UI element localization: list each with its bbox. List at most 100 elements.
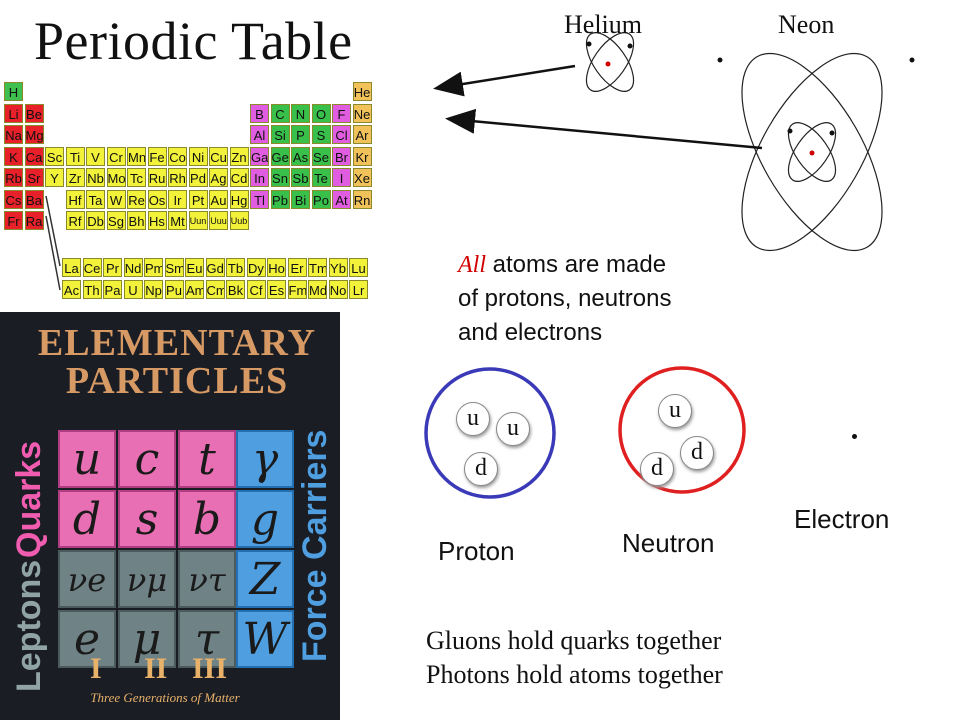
element-cell: Uuu	[209, 211, 228, 230]
element-cell: Er	[287, 258, 307, 277]
neon-arrow	[445, 108, 763, 150]
element-cell: Au	[209, 189, 228, 209]
element-cell: Mt	[168, 211, 187, 230]
particle-symbol: μ	[118, 610, 176, 668]
particle-symbol: e	[58, 610, 116, 668]
element-cell: H	[4, 82, 23, 101]
element-cell: Y	[45, 168, 64, 187]
element-cell: Xe	[352, 168, 372, 187]
element-cell: Cf	[246, 279, 266, 299]
force-statement: Gluons hold quarks together Photons hold…	[426, 626, 723, 689]
element-cell: Hs	[147, 211, 167, 230]
element-cell: Pu	[164, 279, 184, 299]
element-cell: Br	[332, 146, 351, 166]
element-cell: Np	[144, 279, 163, 299]
particle-symbol: ντ	[178, 550, 236, 608]
element-cell: Re	[127, 189, 146, 209]
element-cell: Sm	[164, 258, 184, 277]
helium-electron	[586, 41, 592, 47]
particle-symbol: s	[118, 490, 176, 548]
nucleon-diagrams	[424, 366, 746, 499]
emphasis-word: All	[458, 252, 486, 278]
element-cell: Hf	[65, 189, 85, 209]
element-cell: Pb	[270, 189, 290, 209]
element-cell: No	[328, 279, 348, 299]
element-cell: La	[62, 258, 81, 277]
element-cell: Gd	[205, 258, 225, 277]
neutron-quark: d	[640, 452, 674, 486]
element-cell: Yb	[328, 258, 348, 277]
element-cell: Be	[24, 103, 44, 123]
element-cell: Ar	[352, 125, 372, 144]
element-cell: Fr	[4, 211, 23, 230]
element-cell: Zn	[229, 146, 249, 166]
element-cell: Lu	[349, 258, 368, 277]
particle-symbol: νμ	[118, 550, 176, 608]
element-cell: B	[250, 103, 269, 123]
particle-symbol: c	[118, 430, 176, 488]
neon-nucleus	[809, 150, 815, 156]
proton-quark: u	[496, 412, 530, 446]
particle-symbol: d	[58, 490, 116, 548]
proton-circle	[424, 367, 556, 499]
force-carriers-label: Force Carriers	[296, 429, 334, 662]
element-cell: Sc	[45, 146, 64, 166]
element-cell: Na	[4, 125, 23, 144]
element-cell: Dy	[246, 258, 266, 277]
element-cell: S	[311, 125, 331, 144]
element-cell: Bh	[127, 211, 146, 230]
element-cell: Bk	[226, 279, 245, 299]
element-cell: Cd	[229, 168, 249, 187]
element-cell: Tb	[226, 258, 245, 277]
element-cell: Kr	[352, 146, 372, 166]
element-cell: Nb	[86, 168, 105, 187]
element-cell: Ge	[270, 146, 290, 166]
leptons-label: Leptons	[10, 559, 48, 692]
particle-symbol: γ	[236, 430, 294, 488]
element-cell: C	[270, 103, 290, 123]
element-cell: Pa	[103, 279, 122, 299]
element-cell: U	[123, 279, 143, 299]
neon-electron	[787, 128, 793, 134]
element-cell: Rn	[352, 189, 372, 209]
element-cell: Md	[308, 279, 327, 299]
particle-symbol: W	[236, 610, 294, 668]
element-cell: Tc	[127, 168, 146, 187]
element-cell: Ag	[209, 168, 228, 187]
element-cell: Ca	[24, 146, 44, 166]
proton-quark: d	[464, 452, 498, 486]
element-cell: Uub	[229, 211, 249, 230]
element-cell: Ga	[250, 146, 269, 166]
connector-line	[45, 195, 61, 267]
element-cell: Db	[86, 211, 105, 230]
element-cell: F	[332, 103, 351, 123]
element-cell: K	[4, 146, 23, 166]
particle-symbol: u	[58, 430, 116, 488]
particle-symbol: νe	[58, 550, 116, 608]
particle-symbol: τ	[178, 610, 236, 668]
atom-diagrams	[433, 32, 915, 252]
element-cell: Ru	[147, 168, 167, 187]
element-cell: Mo	[106, 168, 126, 187]
neon-electron	[909, 57, 915, 63]
neutron-circle	[618, 366, 746, 494]
element-cell: Bi	[291, 189, 310, 209]
element-cell: In	[250, 168, 269, 187]
element-cell: Th	[82, 279, 102, 299]
element-cell: Am	[185, 279, 204, 299]
element-cell: Po	[311, 189, 331, 209]
helium-arrow	[433, 64, 576, 97]
element-cell: Ti	[65, 146, 85, 166]
element-cell: Uun	[188, 211, 208, 230]
element-cell: Ni	[188, 146, 208, 166]
element-cell: He	[352, 82, 372, 101]
element-cell: I	[332, 168, 351, 187]
neon-electron	[829, 130, 835, 136]
element-cell: Cm	[205, 279, 225, 299]
particle-symbol: t	[178, 430, 236, 488]
particle-symbol: Z	[236, 550, 294, 608]
particle-symbol: g	[236, 490, 294, 548]
element-cell: Ho	[267, 258, 286, 277]
connector-line	[45, 215, 61, 291]
